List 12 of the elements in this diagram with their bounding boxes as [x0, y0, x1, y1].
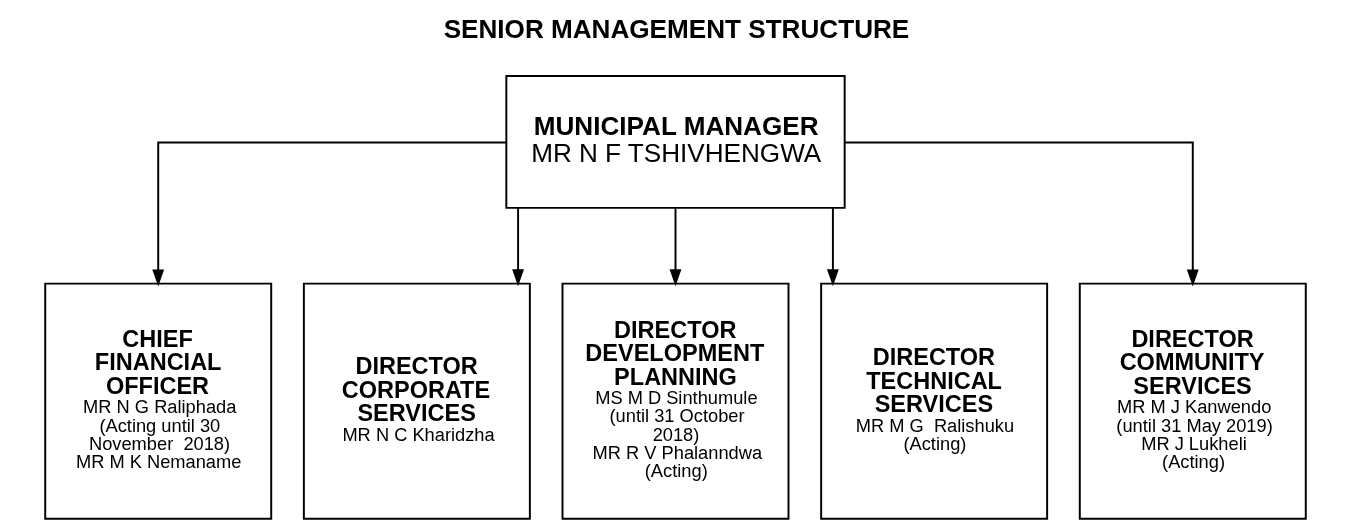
arrow: [152, 141, 508, 287]
node-box: DIRECTOR COMMUNITY SERVICES MR M J Kanwendo (until 31 May 2019) MR J Lukheli (Acting): [1078, 282, 1307, 520]
node-box: DIRECTOR CORPORATE SERVICES MR N C Kharidzha: [302, 282, 531, 520]
arrow: [669, 207, 682, 287]
arrow: [843, 141, 1199, 287]
diagram-title: SENIOR MANAGEMENT STRUCTURE: [443, 14, 910, 45]
arrow: [512, 207, 525, 287]
node-box: DIRECTOR DEVELOPMENT PLANNING MS M D Sinthumule (until 31 October 2018) MR R V Phalanndwa (Acting): [561, 282, 790, 520]
node-box: DIRECTOR TECHNICAL SERVICES MR M G Ralishuku (Acting): [820, 282, 1049, 520]
node-box: CHIEF FINANCIAL OFFICER MR N G Raliphada (Acting until 30 November 2018) MR M K Nemaname: [44, 282, 273, 520]
node-box: MUNICIPAL MANAGER MR N F TSHIVHENGWA: [505, 74, 846, 209]
arrow: [826, 207, 839, 287]
